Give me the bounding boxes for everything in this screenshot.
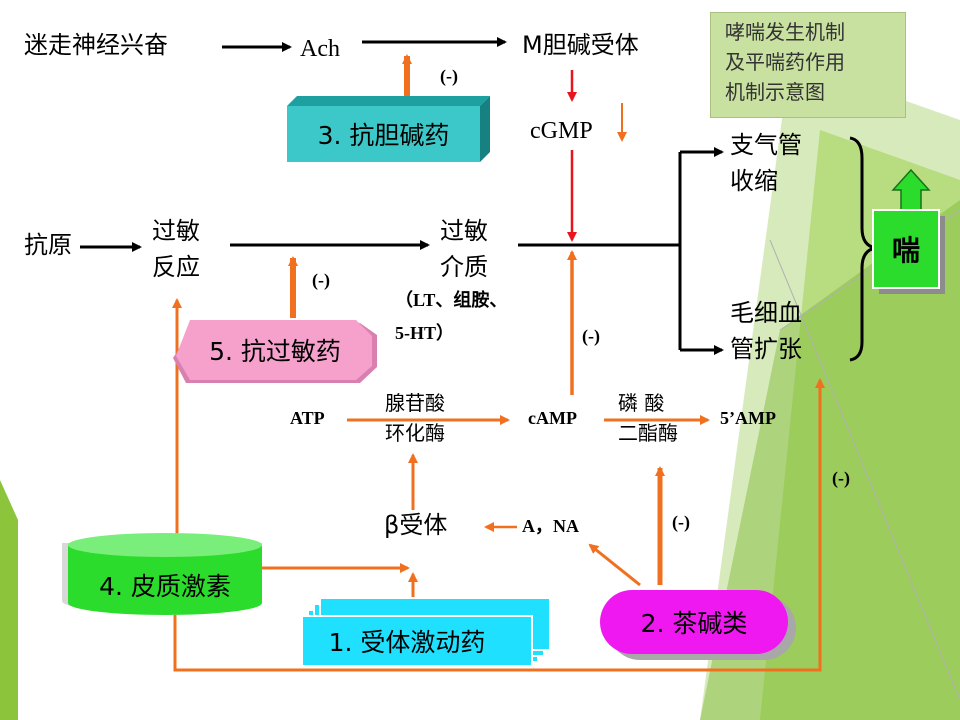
node-m-receptor: M胆碱受体 [522, 31, 639, 59]
title-line-2: 及平喘药作用 [725, 50, 845, 74]
node-beta-receptor: β受体 [384, 511, 448, 539]
beta-agonist-label: 1. 受体激动药 [328, 628, 486, 657]
node-atp: ATP [290, 408, 325, 428]
node-mediator-detail-line1: （LT、组胺、 [395, 290, 508, 310]
orange-arrows [172, 54, 825, 672]
asthma-label: 喘 [891, 234, 920, 267]
node-bronchoconstriction-line1: 支气管 [730, 131, 802, 159]
node-capillary-line1: 毛细血 [730, 299, 802, 327]
black-arrows [80, 37, 724, 355]
title-box: 哮喘发生机制 及平喘药作用 机制示意图 [710, 12, 906, 118]
node-bronchoconstriction-line2: 收缩 [730, 167, 778, 195]
node-mediator-line1: 过敏 [440, 217, 488, 245]
node-pde-line1: 磷 酸 [618, 391, 665, 415]
inhibit-label-allergy: (-) [312, 270, 330, 290]
antiallergic-hexagon [173, 320, 377, 383]
corticosteroid-cylinder [62, 533, 262, 615]
inhibit-label-ach: (-) [440, 66, 458, 86]
node-adenylate-cyclase-line2: 环化酶 [385, 421, 445, 445]
inhibit-label-pde: (-) [672, 512, 690, 532]
node-pde-line2: 二酯酶 [618, 421, 678, 445]
anticholinergic-label: 3. 抗胆碱药 [317, 121, 450, 150]
node-5amp: 5’AMP [720, 408, 776, 428]
node-antigen: 抗原 [24, 231, 72, 259]
node-camp: cAMP [528, 408, 577, 428]
node-capillary-line2: 管扩张 [730, 335, 802, 363]
theophylline-label: 2. 茶碱类 [640, 609, 748, 638]
node-mediator-line2: 介质 [440, 253, 488, 281]
node-a-na: A，NA [522, 516, 579, 536]
node-allergy-reaction-line1: 过敏 [152, 217, 200, 245]
node-ach: Ach [300, 36, 340, 62]
beta-agonist-cards [301, 597, 551, 667]
node-cgmp: cGMP [530, 118, 593, 144]
title-line-1: 哮喘发生机制 [725, 20, 845, 44]
anticholinergic-box [287, 96, 490, 162]
node-mediator-detail-line2: 5-HT） [395, 323, 455, 343]
title-line-3: 机制示意图 [725, 80, 825, 104]
node-allergy-reaction-line2: 反应 [152, 253, 200, 281]
antiallergic-label: 5. 抗过敏药 [209, 337, 341, 366]
asthma-box [872, 168, 945, 294]
inhibit-label-capillary: (-) [832, 468, 850, 488]
inhibit-label-camp: (-) [582, 326, 600, 346]
theophylline-pill [600, 590, 796, 660]
node-vagus: 迷走神经兴奋 [24, 31, 168, 59]
corticosteroid-label: 4. 皮质激素 [99, 572, 231, 601]
node-adenylate-cyclase-line1: 腺苷酸 [385, 391, 445, 415]
